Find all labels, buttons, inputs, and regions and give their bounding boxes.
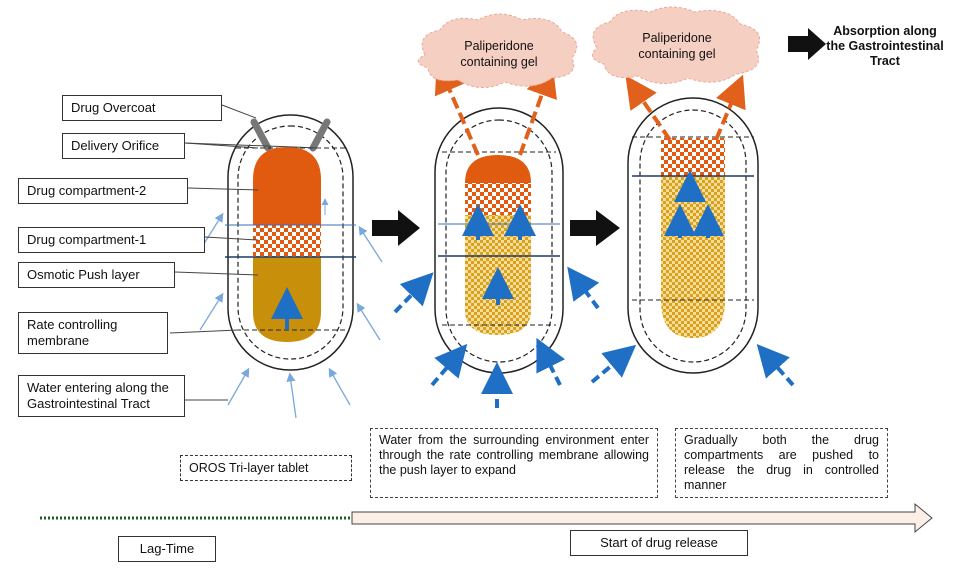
label-drug-compartment-2: Drug compartment-2 xyxy=(18,178,188,204)
tablet-caption: OROS Tri-layer tablet xyxy=(180,455,352,481)
tablet-1-inner-membrane xyxy=(237,125,344,360)
tablet-2-release-arrow-right xyxy=(518,64,557,156)
tablet-3 xyxy=(590,74,795,387)
tablet-3-swollen-push-layer xyxy=(661,176,725,338)
tablet-3-compartment-1 xyxy=(661,138,725,176)
gel-cloud-1 xyxy=(417,13,578,88)
tablet-3-release-arrow-right xyxy=(714,74,746,141)
label-delivery-orifice: Delivery Orifice xyxy=(62,133,185,159)
gel-cloud-2 xyxy=(591,6,760,84)
gel-label-2: Paliperidone containing gel xyxy=(638,31,716,61)
tablet-2-inner-membrane xyxy=(445,119,553,363)
tablet-2-compartment-1 xyxy=(465,183,531,215)
label-drug-compartment-1: Drug compartment-1 xyxy=(18,227,205,253)
tablet-3-water-arrows xyxy=(590,344,795,387)
lag-time-label: Lag-Time xyxy=(118,536,216,562)
label-leaders xyxy=(169,104,321,401)
tablet-1-orifice-right xyxy=(309,118,331,152)
label-osmotic-push-layer: Osmotic Push layer xyxy=(18,262,175,288)
label-drug-overcoat: Drug Overcoat xyxy=(62,95,222,121)
tablet-2-water-arrows xyxy=(393,266,600,408)
tablet-2-release-arrow-left xyxy=(434,60,480,156)
label-rate-controlling-membrane: Rate controlling membrane xyxy=(18,312,168,354)
tablet-3-release-arrow-left xyxy=(625,75,672,142)
start-release-label: Start of drug release xyxy=(570,530,748,556)
tablet-1-orifice-left xyxy=(250,118,272,152)
label-water-entering: Water entering along the Gastrointestina… xyxy=(18,375,185,417)
stage-3-description: Gradually both the drug compartments are… xyxy=(675,428,888,498)
tablet-1-compartment-1 xyxy=(253,225,321,257)
tablet-1 xyxy=(199,114,383,419)
tablet-3-inner-membrane xyxy=(639,109,747,363)
tablet-2-compartment-2 xyxy=(465,155,531,183)
stage-arrow-2 xyxy=(570,210,620,246)
gel-label-1: Paliperidone containing gel xyxy=(460,39,538,69)
tablet-2 xyxy=(393,60,600,408)
tablet-1-compartment-2 xyxy=(253,147,321,225)
tablet-1-water-arrows xyxy=(199,198,383,419)
absorption-label: Absorption along the Gastrointestinal Tr… xyxy=(826,24,944,68)
absorption-arrow xyxy=(788,28,826,60)
stage-arrow-1 xyxy=(372,210,420,246)
stage-2-description: Water from the surrounding environment e… xyxy=(370,428,658,498)
drug-release-arrow xyxy=(351,502,933,534)
